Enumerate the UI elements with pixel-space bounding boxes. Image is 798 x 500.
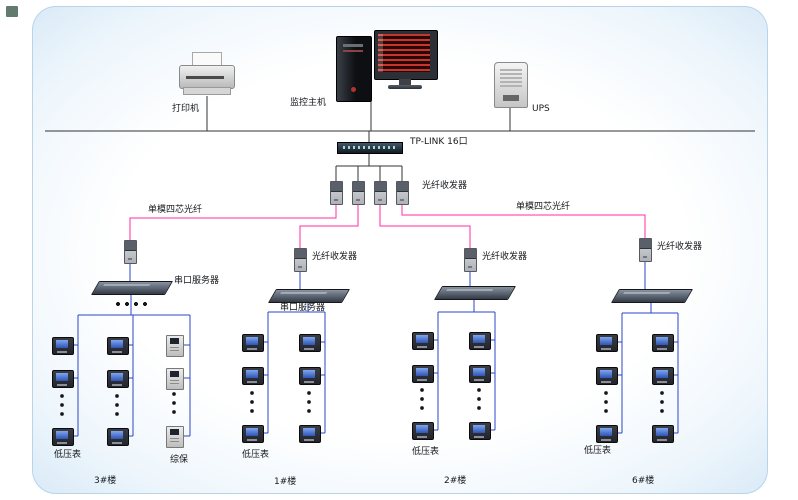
lv-meter-icon [52, 428, 74, 446]
host-monitor-icon [374, 30, 438, 92]
lv-meter-icon [596, 425, 618, 443]
lv-meter-icon [242, 334, 264, 352]
lv-meter-icon [299, 425, 321, 443]
transceiver-label: 光纤收发器 [482, 252, 528, 262]
lv-meter-icon [107, 337, 129, 355]
serial-server-label: 串口服务器 [280, 303, 326, 313]
fiber-transceiver-icon [294, 248, 307, 272]
lv-meter-icon [412, 332, 434, 350]
lv-meter-icon [652, 367, 674, 385]
transceiver-label: 光纤收发器 [312, 252, 358, 262]
printer-label: 打印机 [172, 104, 200, 114]
device-wires [72, 262, 679, 437]
fiber-transceiver-icon [464, 248, 477, 272]
lv-meter-icon [596, 334, 618, 352]
fiber-transceiver-icon [639, 238, 652, 262]
building-label: 6#楼 [632, 476, 655, 486]
protection-relay-icon [166, 426, 184, 448]
printer-icon [178, 52, 236, 96]
lv-meter-icon [412, 365, 434, 383]
fiber-transceiver-icon [396, 181, 409, 205]
building-label: 3#楼 [94, 476, 117, 486]
lv-meter-icon [652, 425, 674, 443]
lv-meter-icon [299, 334, 321, 352]
fiber-right-label: 单模四芯光纤 [516, 202, 571, 212]
ups-label: UPS [532, 104, 550, 114]
lv-meter-icon [52, 370, 74, 388]
building-label: 1#楼 [274, 477, 297, 487]
lv-meter-icon [596, 367, 618, 385]
lv-meter-icon [469, 332, 491, 350]
ethernet-switch-icon [337, 142, 403, 154]
fiber-transceiver-icon [330, 181, 343, 205]
fiber-transceiver-icon [374, 181, 387, 205]
lv-meter-icon [242, 367, 264, 385]
lv-meter-icon [469, 365, 491, 383]
lv-meter-label: 低压表 [242, 450, 270, 460]
lv-meter-icon [242, 425, 264, 443]
fiber-left-label: 单模四芯光纤 [148, 205, 203, 215]
lv-meter-icon [469, 422, 491, 440]
fiber-transceiver-icon [352, 181, 365, 205]
host-tower-icon [336, 36, 372, 102]
serial-server-label: 串口服务器 [174, 276, 220, 286]
switch-label: TP-LINK 16口 [410, 137, 468, 147]
serial-server-icon [610, 289, 694, 303]
lv-meter-icon [299, 367, 321, 385]
fiber-wires [129, 203, 646, 248]
transceiver-label: 光纤收发器 [657, 242, 703, 252]
corner-mark [6, 6, 18, 17]
serial-server-icon [90, 281, 174, 295]
lv-meter-icon [412, 422, 434, 440]
lv-meter-icon [52, 337, 74, 355]
lv-meter-label: 低压表 [54, 450, 82, 460]
relay-label: 综保 [170, 455, 189, 465]
protection-relay-icon [166, 368, 184, 390]
serial-server-icon [433, 286, 517, 300]
trunk-wires [45, 96, 755, 181]
lv-meter-label: 低压表 [584, 446, 612, 456]
protection-relay-icon [166, 335, 184, 357]
transceiver-group-label: 光纤收发器 [422, 181, 468, 191]
host-label: 监控主机 [290, 98, 327, 108]
lv-meter-icon [652, 334, 674, 352]
building-label: 2#楼 [444, 476, 467, 486]
lv-meter-icon [107, 370, 129, 388]
lv-meter-icon [107, 428, 129, 446]
fiber-transceiver-icon [124, 240, 137, 264]
ups-icon [494, 62, 528, 108]
serial-server-icon [267, 289, 351, 303]
ellipsis-dots [60, 302, 664, 416]
lv-meter-label: 低压表 [412, 447, 440, 457]
